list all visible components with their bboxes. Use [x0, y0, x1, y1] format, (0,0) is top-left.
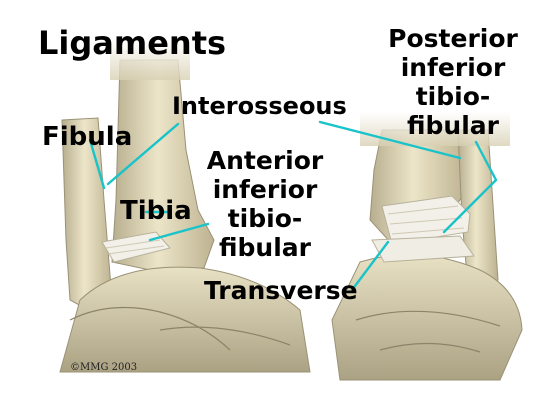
- leader-line-interosseous-right: [318, 120, 462, 160]
- label-anterior-line-1: Anterior: [206, 146, 324, 175]
- label-transverse: Transverse: [204, 276, 358, 305]
- label-anterior-line-4: fibular: [219, 233, 311, 262]
- label-anterior-line-3: tibio-: [227, 204, 303, 233]
- diagram-title: Ligaments: [38, 24, 227, 62]
- leader-lines: [88, 120, 498, 292]
- label-anterior-inferior-tibiofibular: Anterior inferior tibio- fibular: [200, 146, 330, 262]
- label-posterior-line-4: fibular: [407, 111, 499, 140]
- posterior-ankle-view: [331, 112, 523, 381]
- label-posterior-line-3: tibio-: [415, 82, 491, 111]
- leader-line-interosseous-left: [106, 122, 180, 186]
- label-posterior-inferior-tibiofibular: Posterior inferior tibio- fibular: [378, 24, 528, 140]
- posterior-tibiofibular-ligament: [381, 195, 471, 245]
- transverse-ligament: [371, 235, 475, 263]
- label-tibia: Tibia: [120, 196, 192, 226]
- left-talus-bone: [59, 266, 311, 373]
- label-interosseous: Interosseous: [172, 92, 347, 120]
- leader-line-anterior: [148, 222, 210, 242]
- copyright-notice: ©MMG 2003: [70, 362, 138, 373]
- leader-line-transverse: [350, 240, 390, 292]
- label-posterior-line-2: inferior: [400, 53, 506, 82]
- label-anterior-line-2: inferior: [212, 175, 318, 204]
- label-posterior-line-1: Posterior: [388, 24, 518, 53]
- label-fibula: Fibula: [42, 122, 133, 152]
- leader-line-fibula: [88, 138, 106, 190]
- leader-line-posterior: [442, 140, 498, 234]
